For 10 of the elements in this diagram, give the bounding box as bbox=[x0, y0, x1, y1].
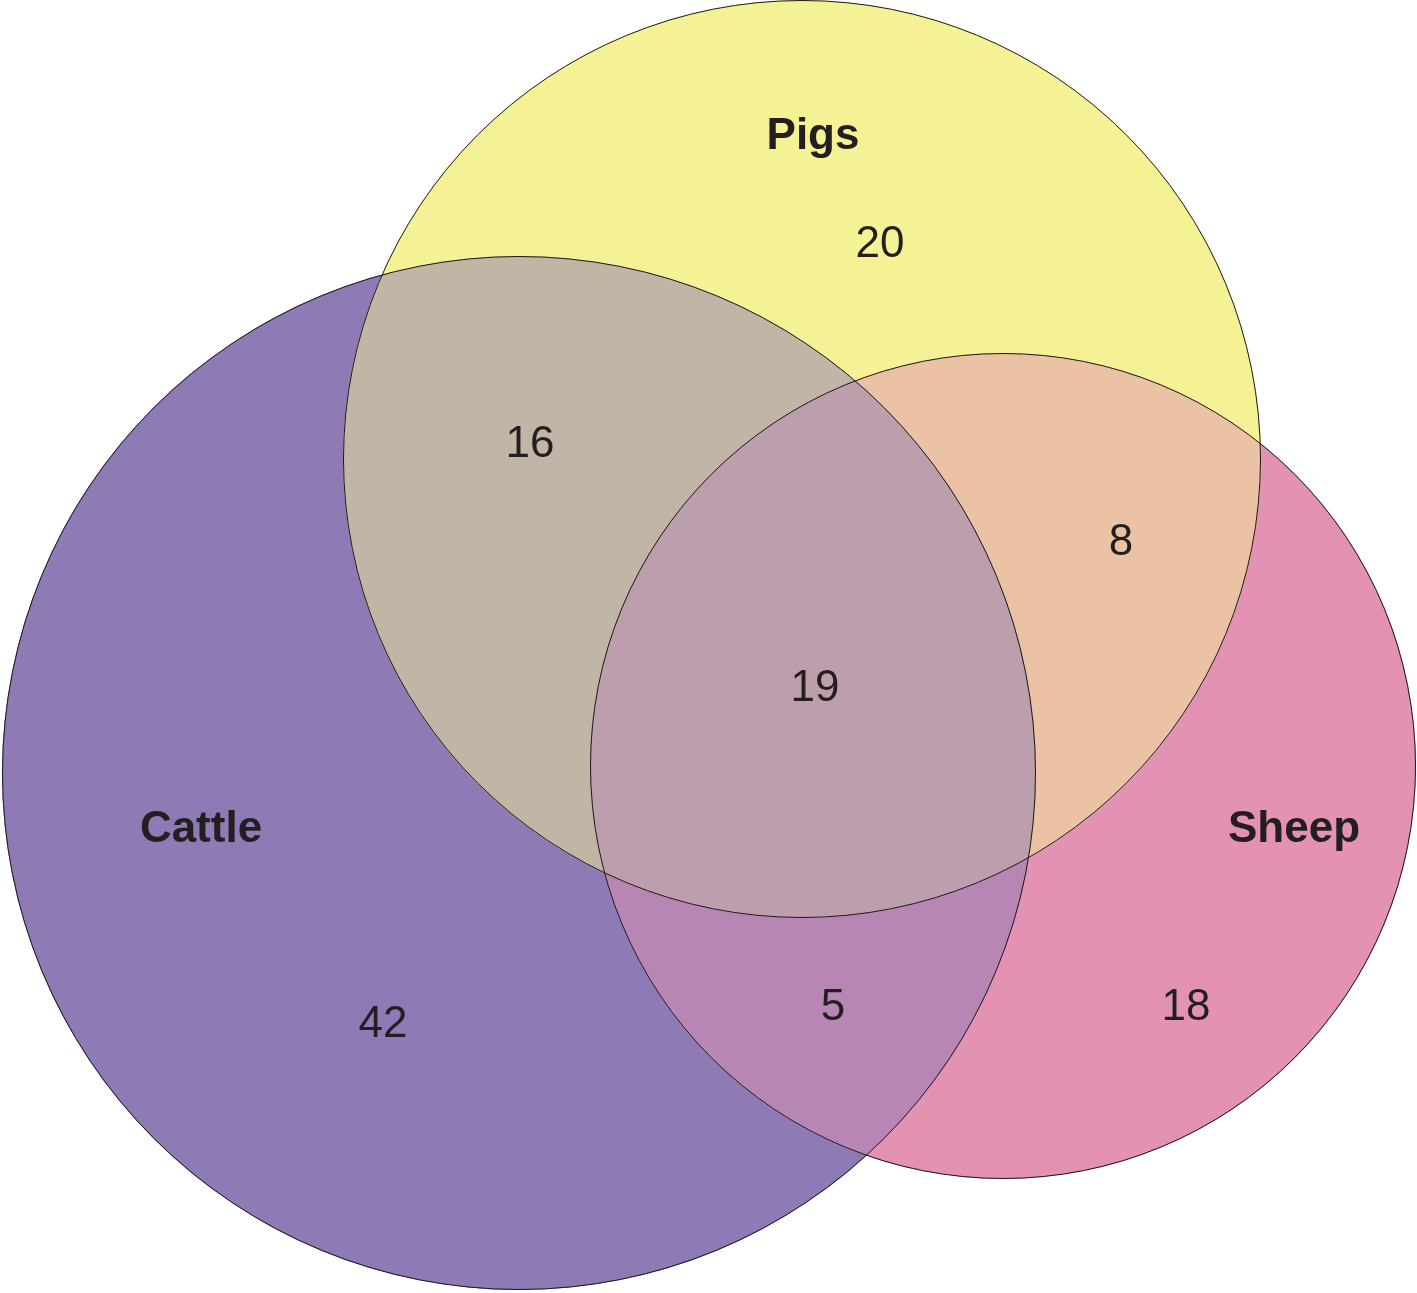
region-count: 8 bbox=[1108, 515, 1134, 565]
region-count: 19 bbox=[790, 661, 840, 711]
region-count: 20 bbox=[855, 217, 905, 267]
set-label: Sheep bbox=[1228, 802, 1360, 852]
region-count: 5 bbox=[820, 980, 846, 1030]
region-count: 18 bbox=[1161, 980, 1211, 1030]
set-label: Pigs bbox=[766, 109, 860, 159]
set-label: Cattle bbox=[139, 802, 263, 852]
region-count: 42 bbox=[358, 997, 408, 1047]
region-count: 16 bbox=[505, 417, 555, 467]
